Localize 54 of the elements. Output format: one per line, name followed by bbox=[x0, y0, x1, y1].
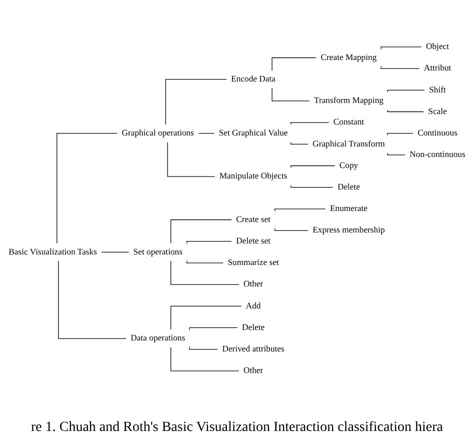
node-text: Enumerate bbox=[330, 204, 368, 214]
connector bbox=[380, 46, 422, 51]
connector bbox=[170, 306, 242, 330]
connector bbox=[100, 252, 130, 253]
connector bbox=[380, 64, 420, 69]
node-text: Graphical operations bbox=[122, 128, 194, 138]
node-text: Data operations bbox=[130, 334, 186, 343]
connector bbox=[387, 152, 406, 156]
connector bbox=[290, 165, 336, 168]
node-text: Object bbox=[426, 42, 450, 52]
connector bbox=[170, 260, 240, 285]
node-text: Delete set bbox=[236, 236, 270, 246]
node-text: Set operations bbox=[133, 247, 182, 257]
connector bbox=[290, 142, 309, 145]
node-text: Transform Mapping bbox=[314, 96, 384, 106]
node-text: Delete bbox=[337, 182, 360, 192]
node-text: Summarize set bbox=[228, 258, 279, 268]
node-text: Scale bbox=[428, 106, 447, 116]
connector bbox=[387, 109, 424, 112]
connector bbox=[58, 260, 127, 339]
connector bbox=[387, 133, 414, 136]
connector bbox=[189, 327, 238, 332]
connector bbox=[165, 79, 228, 126]
connector bbox=[56, 133, 118, 244]
node-text: Continuous bbox=[418, 128, 458, 138]
node-text: Encode Data bbox=[231, 74, 276, 84]
node-text: Basic Visualization Tasks bbox=[8, 247, 97, 257]
node-text: Set Graphical Value bbox=[218, 128, 288, 138]
figure-caption: re 1. Chuah and Roth's Basic Visualization Interaction classification hiera bbox=[30, 420, 444, 436]
connector bbox=[198, 133, 215, 134]
connector bbox=[272, 57, 317, 72]
connector bbox=[387, 90, 426, 93]
connector bbox=[167, 142, 216, 177]
node-text: Copy bbox=[339, 160, 358, 170]
connector bbox=[272, 88, 310, 102]
node-text: Manipulate Objects bbox=[219, 172, 288, 181]
node-text: Graphical Transform bbox=[312, 139, 385, 149]
node-text: Non-continuous bbox=[410, 150, 466, 160]
node-text: Shift bbox=[429, 85, 446, 95]
node-text: Express membership bbox=[312, 226, 385, 235]
node-text: Other bbox=[243, 366, 264, 376]
node-text: Create Mapping bbox=[320, 52, 377, 62]
connector bbox=[189, 345, 218, 350]
node-text: Constant bbox=[333, 118, 364, 127]
connector bbox=[170, 346, 240, 372]
connector bbox=[170, 219, 232, 244]
node-text: Other bbox=[243, 280, 264, 289]
node-text: Add bbox=[246, 301, 261, 311]
connector bbox=[290, 122, 330, 126]
node-text: Attribut bbox=[424, 64, 452, 73]
connector bbox=[290, 184, 334, 188]
node-text: Delete bbox=[242, 322, 265, 332]
node-text: Derived attributes bbox=[222, 344, 284, 354]
connector bbox=[186, 258, 224, 264]
